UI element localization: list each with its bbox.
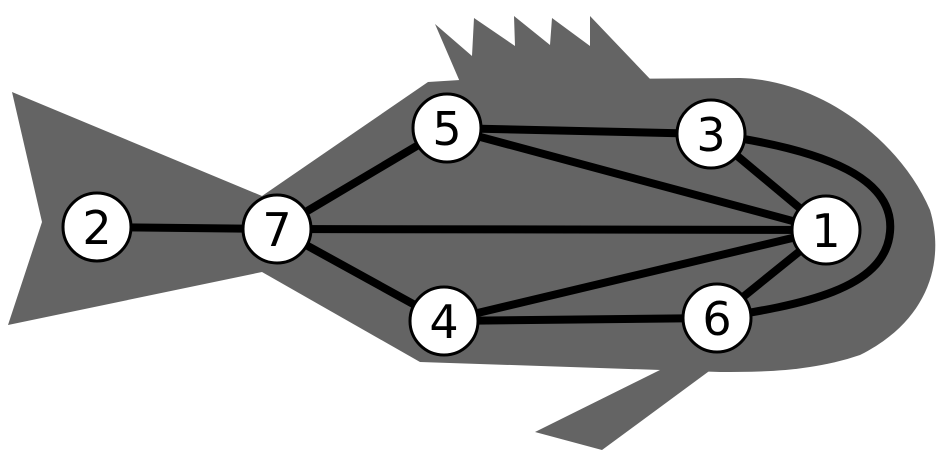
node-circle — [681, 282, 753, 354]
node-5: 5 — [411, 92, 483, 164]
node-circle — [61, 191, 133, 263]
node-circle — [408, 285, 480, 357]
node-circle — [241, 193, 313, 265]
node-label: 4 — [429, 295, 458, 349]
node-4: 4 — [408, 285, 480, 357]
edge-3-6 — [707, 130, 895, 322]
node-label: 7 — [262, 203, 291, 257]
node-2: 2 — [61, 191, 133, 263]
node-label: 3 — [696, 108, 725, 162]
node-3: 3 — [675, 98, 747, 170]
node-label: 2 — [82, 201, 111, 255]
node-label: 6 — [702, 292, 731, 346]
node-label: 1 — [811, 204, 840, 258]
node-circle — [790, 194, 862, 266]
node-1: 1 — [790, 194, 862, 266]
node-6: 6 — [681, 282, 753, 354]
edge-4-6 — [440, 314, 721, 325]
node-label: 5 — [432, 102, 461, 156]
fish-dorsal-fin — [435, 16, 651, 82]
node-circle — [675, 98, 747, 170]
edge-7-1 — [273, 225, 830, 234]
edge-5-1 — [443, 124, 830, 234]
node-circle — [411, 92, 483, 164]
edge-5-3 — [443, 124, 715, 138]
node-7: 7 — [241, 193, 313, 265]
graph-nodes: 1 2 3 4 5 6 7 — [61, 92, 862, 357]
fish-tail — [8, 92, 262, 325]
fish-lower-fin — [535, 369, 712, 450]
edge-4-1 — [440, 226, 830, 325]
